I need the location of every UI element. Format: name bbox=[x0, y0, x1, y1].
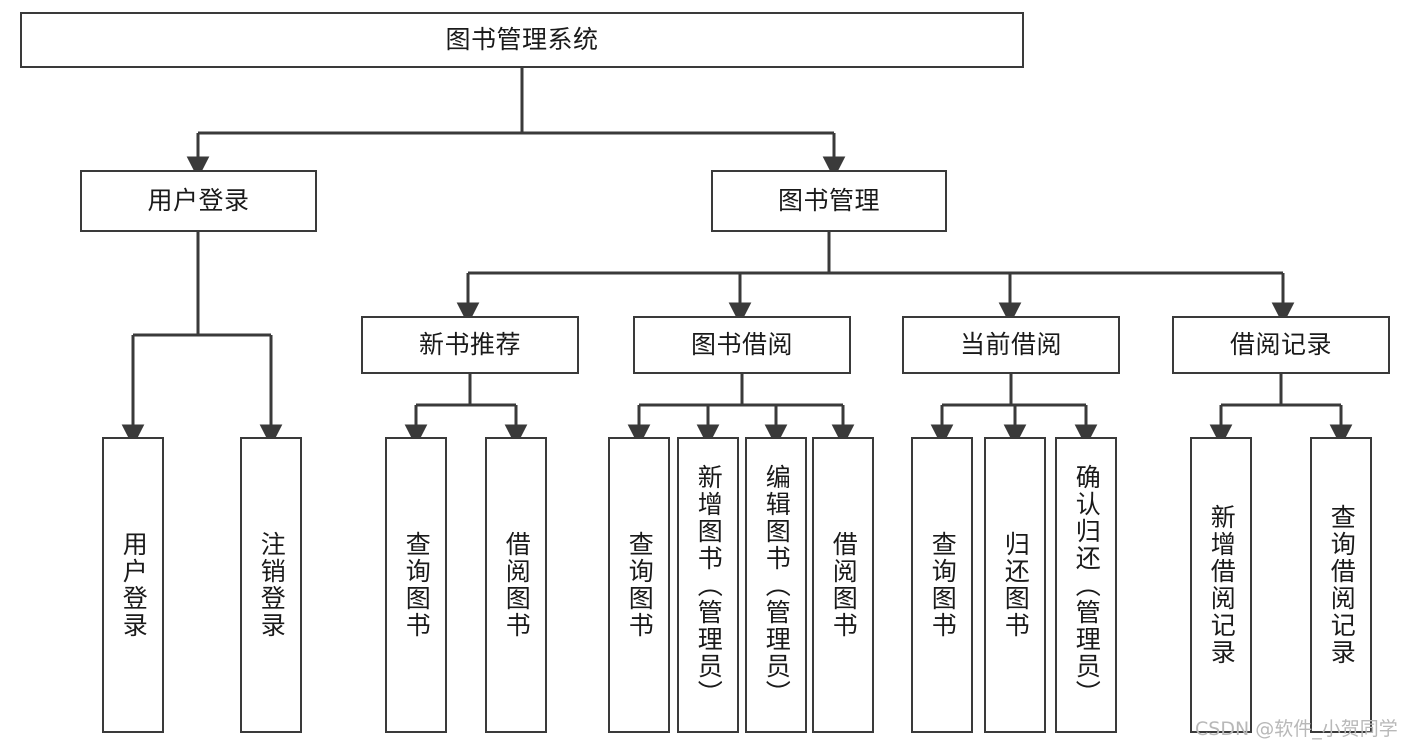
node-leaf-edit-book[interactable]: 编辑图书（管理员） bbox=[745, 437, 807, 733]
node-leaf-add-record[interactable]: 新增借阅记录 bbox=[1190, 437, 1252, 733]
node-leaf-borrow-book-2-label: 借阅图书 bbox=[829, 531, 859, 639]
node-leaf-query-record-label: 查询借阅记录 bbox=[1327, 504, 1357, 666]
node-borrow-record-label: 借阅记录 bbox=[1229, 330, 1332, 360]
node-leaf-logout-label: 注销登录 bbox=[257, 531, 287, 639]
node-user-login-label: 用户登录 bbox=[147, 186, 250, 216]
node-book-manage-label: 图书管理 bbox=[777, 186, 880, 216]
node-borrow-record[interactable]: 借阅记录 bbox=[1172, 316, 1390, 374]
node-root-label: 图书管理系统 bbox=[445, 25, 599, 55]
node-leaf-return-book-label: 归还图书 bbox=[1001, 531, 1031, 639]
node-leaf-query-book-2-label: 查询图书 bbox=[625, 531, 655, 639]
watermark: CSDN @软件_小贺同学 bbox=[1195, 718, 1398, 740]
node-leaf-confirm-return-label: 确认归还（管理员） bbox=[1072, 463, 1102, 707]
node-leaf-add-record-label: 新增借阅记录 bbox=[1207, 504, 1237, 666]
node-leaf-return-book[interactable]: 归还图书 bbox=[984, 437, 1046, 733]
node-leaf-add-book[interactable]: 新增图书（管理员） bbox=[677, 437, 739, 733]
node-leaf-query-book-1[interactable]: 查询图书 bbox=[385, 437, 447, 733]
node-leaf-borrow-book-1[interactable]: 借阅图书 bbox=[485, 437, 547, 733]
node-leaf-query-book-3-label: 查询图书 bbox=[928, 531, 958, 639]
node-current-borrow[interactable]: 当前借阅 bbox=[902, 316, 1120, 374]
node-leaf-user-login-label: 用户登录 bbox=[119, 531, 149, 639]
node-leaf-edit-book-label: 编辑图书（管理员） bbox=[762, 463, 792, 707]
node-leaf-confirm-return[interactable]: 确认归还（管理员） bbox=[1055, 437, 1117, 733]
node-book-manage[interactable]: 图书管理 bbox=[711, 170, 947, 232]
node-book-borrow-label: 图书借阅 bbox=[690, 330, 793, 360]
node-leaf-logout[interactable]: 注销登录 bbox=[240, 437, 302, 733]
node-leaf-borrow-book-2[interactable]: 借阅图书 bbox=[812, 437, 874, 733]
node-new-book-rec[interactable]: 新书推荐 bbox=[361, 316, 579, 374]
node-user-login[interactable]: 用户登录 bbox=[80, 170, 317, 232]
node-leaf-query-book-2[interactable]: 查询图书 bbox=[608, 437, 670, 733]
node-root-system[interactable]: 图书管理系统 bbox=[20, 12, 1024, 68]
node-leaf-query-book-1-label: 查询图书 bbox=[402, 531, 432, 639]
node-book-borrow[interactable]: 图书借阅 bbox=[633, 316, 851, 374]
node-leaf-query-book-3[interactable]: 查询图书 bbox=[911, 437, 973, 733]
node-leaf-user-login[interactable]: 用户登录 bbox=[102, 437, 164, 733]
node-leaf-add-book-label: 新增图书（管理员） bbox=[694, 463, 724, 707]
node-leaf-borrow-book-1-label: 借阅图书 bbox=[502, 531, 532, 639]
node-leaf-query-record[interactable]: 查询借阅记录 bbox=[1310, 437, 1372, 733]
node-current-borrow-label: 当前借阅 bbox=[959, 330, 1062, 360]
node-new-book-rec-label: 新书推荐 bbox=[418, 330, 521, 360]
